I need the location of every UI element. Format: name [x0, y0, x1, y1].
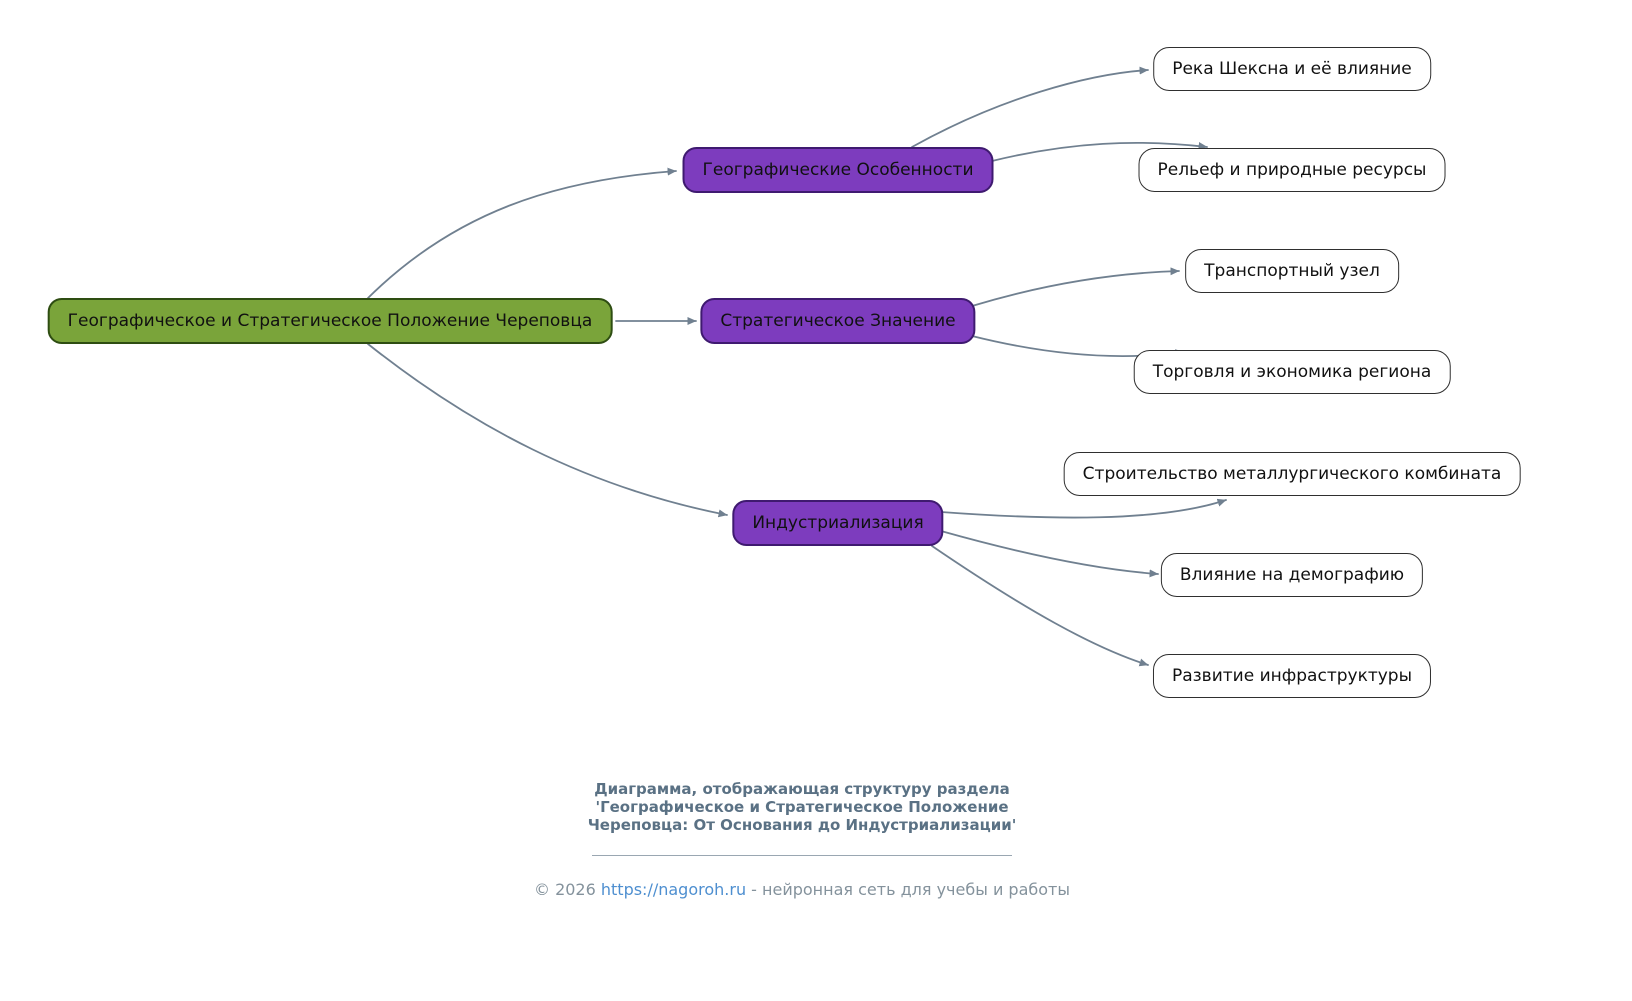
edge-geo-to-sheksna-river: [911, 66, 1149, 148]
separator-line: [592, 855, 1012, 856]
copyright-line: © 2026 https://nagoroh.ru - нейронная се…: [0, 880, 1604, 899]
footer-block: Диаграмма, отображающая структуру раздел…: [0, 780, 1604, 899]
branch-node-industrialization: Индустриализация: [732, 499, 944, 547]
branch-node-geographical-features: Географические Особенности: [682, 146, 994, 194]
branch-node-strategic-significance: Стратегическое Значение: [700, 297, 976, 345]
edge-root-to-industrialization: [367, 343, 728, 518]
leaf-node-demography-influence: Влияние на демографию: [1160, 552, 1424, 598]
edge-industrial-to-demography: [940, 530, 1159, 578]
root-node-cherepovets-position: Географическое и Стратегическое Положени…: [47, 297, 613, 345]
leaf-node-metallurgical-plant-construction: Строительство металлургического комбинат…: [1063, 451, 1521, 497]
leaf-node-sheksna-river: Река Шексна и её влияние: [1153, 46, 1431, 92]
caption-line-3: Череповца: От Основания до Индустриализа…: [587, 816, 1017, 834]
edge-root-to-geographical-features: [367, 167, 677, 299]
caption-line-1: Диаграмма, отображающая структуру раздел…: [594, 780, 1010, 798]
caption-line-2: 'Географическое и Стратегическое Положен…: [595, 798, 1009, 816]
edge-strategic-to-transport-hub: [971, 267, 1180, 307]
edge-industrial-to-metallurgical-plant: [940, 498, 1227, 519]
site-link[interactable]: https://nagoroh.ru: [600, 880, 747, 899]
copyright-text: © 2026: [533, 880, 601, 899]
footer-suffix-text: - нейронная сеть для учебы и работы: [746, 880, 1070, 899]
leaf-node-trade-regional-economy: Торговля и экономика региона: [1133, 349, 1451, 395]
leaf-node-relief-natural-resources: Рельеф и природные ресурсы: [1138, 147, 1446, 193]
edge-industrial-to-infrastructure: [931, 545, 1149, 667]
leaf-node-infrastructure-development: Развитие инфраструктуры: [1152, 653, 1432, 699]
leaf-node-transport-hub: Транспортный узел: [1185, 248, 1399, 294]
